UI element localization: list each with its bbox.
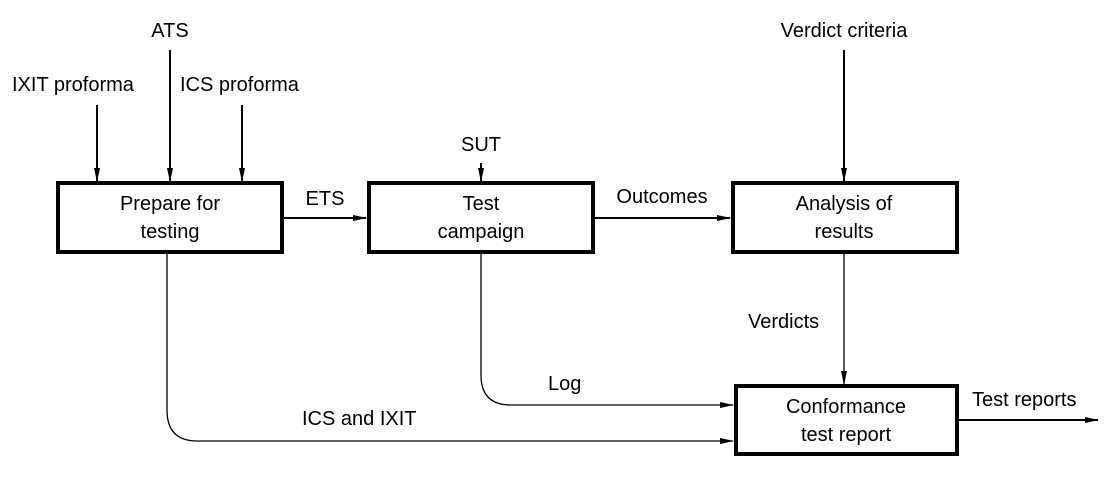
analysis-box-line1: Analysis of bbox=[796, 193, 893, 215]
analysis-of-results-box: Analysis of results bbox=[731, 181, 959, 254]
prepare-box-line2: testing bbox=[141, 221, 200, 243]
log-label: Log bbox=[548, 373, 581, 395]
report-box-line1: Conformance bbox=[786, 396, 906, 418]
prepare-for-testing-box: Prepare for testing bbox=[56, 181, 284, 254]
report-box-line2: test report bbox=[801, 424, 891, 446]
ics-proforma-label: ICS proforma bbox=[180, 74, 300, 96]
test-campaign-box: Test campaign bbox=[367, 181, 595, 254]
log-arrow bbox=[480, 254, 734, 408]
test-reports-label: Test reports bbox=[972, 389, 1076, 411]
verdict-criteria-label: Verdict criteria bbox=[781, 20, 909, 42]
conformance-test-report-box: Conformance test report bbox=[734, 384, 959, 456]
ats-label: ATS bbox=[151, 20, 188, 42]
analysis-box-line2: results bbox=[815, 221, 874, 243]
campaign-box-line2: campaign bbox=[438, 221, 525, 243]
ixit-proforma-label: IXIT proforma bbox=[12, 74, 135, 96]
ics-and-ixit-label: ICS and IXIT bbox=[302, 408, 417, 430]
campaign-box-line1: Test bbox=[463, 193, 500, 215]
ets-label: ETS bbox=[306, 188, 345, 210]
prepare-box-line1: Prepare for bbox=[120, 193, 220, 215]
sut-label: SUT bbox=[461, 134, 501, 156]
verdicts-label: Verdicts bbox=[748, 311, 819, 333]
outcomes-label: Outcomes bbox=[616, 186, 707, 208]
ics-and-ixit-arrow bbox=[166, 254, 734, 444]
